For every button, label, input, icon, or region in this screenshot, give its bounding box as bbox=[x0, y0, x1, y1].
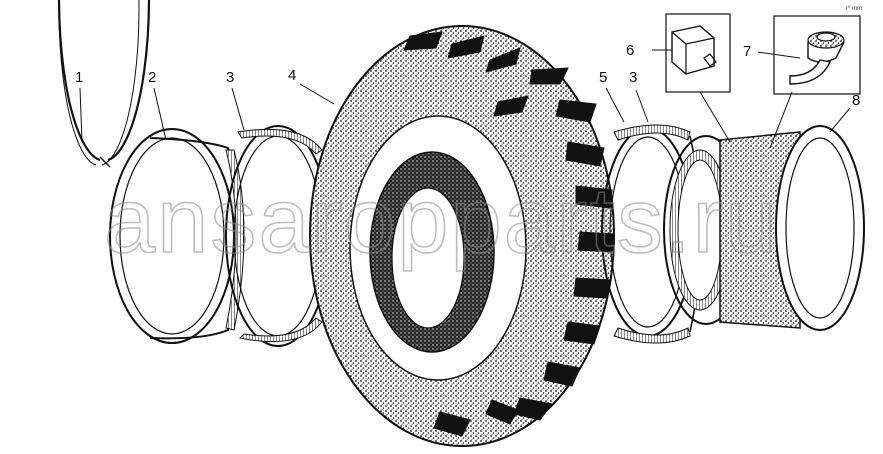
tread-lugs bbox=[403, 31, 615, 437]
callout-3-left: 3 bbox=[226, 69, 234, 86]
callout-3-right: 3 bbox=[629, 69, 637, 86]
callout-5: 5 bbox=[599, 69, 607, 86]
callout-4: 4 bbox=[288, 67, 296, 84]
callout-6: 6 bbox=[626, 42, 634, 59]
tire-part bbox=[309, 25, 615, 447]
wheel-rim-part bbox=[663, 125, 865, 331]
callout-2: 2 bbox=[148, 69, 156, 86]
callout-labels: 1 2 3 4 5 3 6 7 8 bbox=[75, 42, 860, 109]
valve-stem-inset bbox=[773, 15, 861, 95]
callout-7: 7 bbox=[743, 43, 751, 60]
watermark-text: ansaropparts.ru bbox=[104, 170, 778, 272]
callout-8: 8 bbox=[852, 92, 860, 109]
corner-mark: r⁰ mm bbox=[846, 5, 862, 12]
lock-ring-part bbox=[57, 0, 151, 168]
leader-lines bbox=[79, 49, 851, 149]
callout-1: 1 bbox=[75, 69, 83, 86]
valve-block-inset bbox=[665, 13, 731, 93]
